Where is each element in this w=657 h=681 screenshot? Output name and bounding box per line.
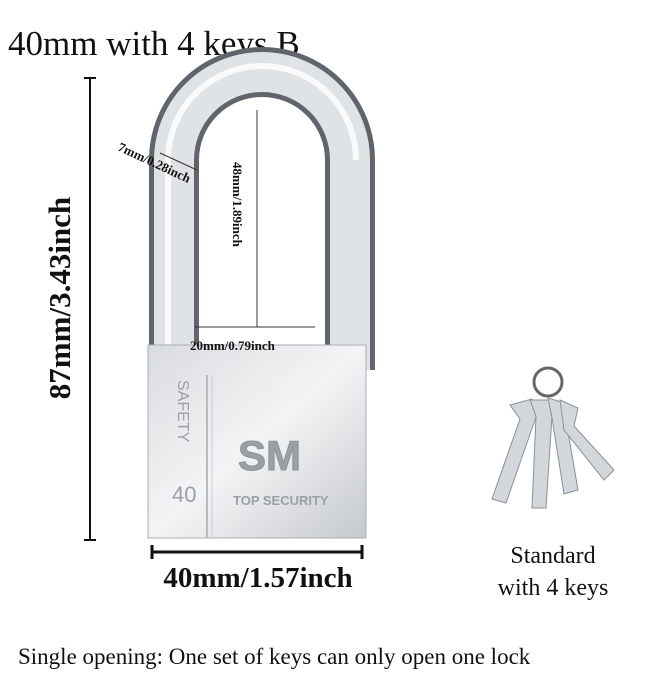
- engraving-tagline: TOP SECURITY: [233, 493, 329, 508]
- shackle-clearance-label: 48mm/1.89inch: [230, 162, 245, 248]
- keys-icon: [491, 366, 615, 509]
- height-dimension-line: [84, 77, 96, 541]
- total-height-label: 87mm/3.43inch: [42, 196, 77, 400]
- width-dimension-line: [150, 545, 364, 559]
- engraving-size: 40: [172, 482, 196, 507]
- shackle-width-label: 20mm/0.79inch: [190, 338, 276, 353]
- body-width-label: 40mm/1.57inch: [163, 562, 353, 594]
- engraving-safety: SAFETY: [174, 380, 191, 443]
- engraving-brand: SM: [238, 432, 301, 479]
- keys-caption-line1: Standard: [510, 543, 596, 569]
- footer-note: Single opening: One set of keys can only…: [18, 644, 531, 669]
- lock-body: [147, 344, 367, 539]
- keys-caption-line2: with 4 keys: [497, 575, 609, 601]
